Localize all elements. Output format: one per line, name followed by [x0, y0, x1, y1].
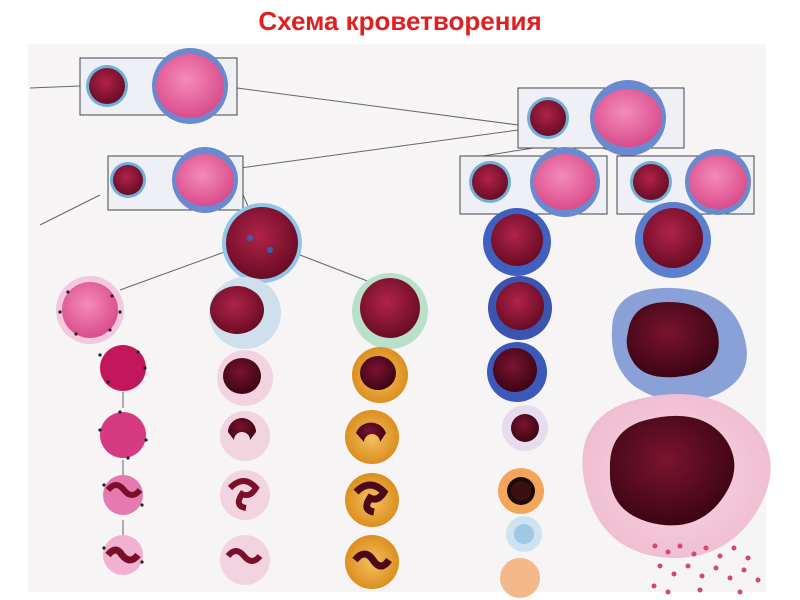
erythroid-precursor-box [460, 147, 607, 217]
stem-cell-box [80, 48, 237, 124]
basophil-line [56, 276, 146, 575]
myelopoiesis-precursor-box [518, 80, 684, 156]
colony-forming-box-left [108, 147, 243, 213]
neutrophil-line [209, 277, 281, 585]
erythrocyte [500, 558, 540, 598]
erythroid-line [483, 208, 552, 598]
myeloblast-cell [222, 203, 302, 283]
eosinophil-line [345, 273, 428, 589]
megakaryocyte-line [582, 202, 770, 558]
